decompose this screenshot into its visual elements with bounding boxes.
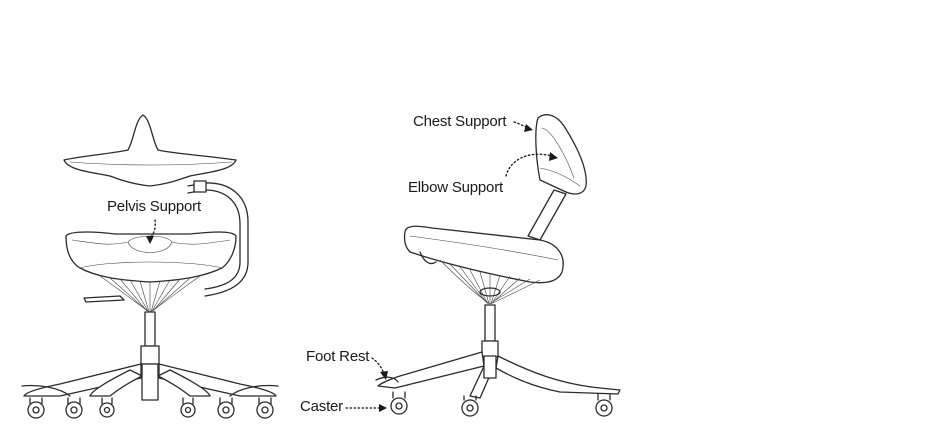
side-column [484, 304, 496, 342]
front-casters [27, 397, 274, 419]
front-base [21, 363, 279, 401]
side-view-chair [345, 114, 621, 417]
front-chest-support [63, 114, 237, 187]
side-support-arm [527, 189, 567, 241]
front-column [144, 311, 156, 347]
pelvis-support-label: Pelvis Support [107, 198, 201, 215]
elbow-support-label: Elbow Support [408, 179, 503, 196]
front-support-arm [187, 182, 249, 297]
side-fan-spring [439, 259, 541, 305]
side-seat [403, 225, 564, 284]
front-fan-spring [99, 275, 201, 313]
foot-rest-pointer [371, 357, 385, 375]
front-view-chair [21, 114, 279, 419]
caster-label: Caster [300, 398, 343, 415]
foot-rest-label: Foot Rest [306, 348, 370, 365]
elbow-support-pointer [505, 153, 553, 177]
side-base [375, 351, 621, 399]
side-casters [390, 391, 613, 417]
chest-support-label: Chest Support [413, 113, 507, 130]
side-chest-support [535, 114, 587, 195]
